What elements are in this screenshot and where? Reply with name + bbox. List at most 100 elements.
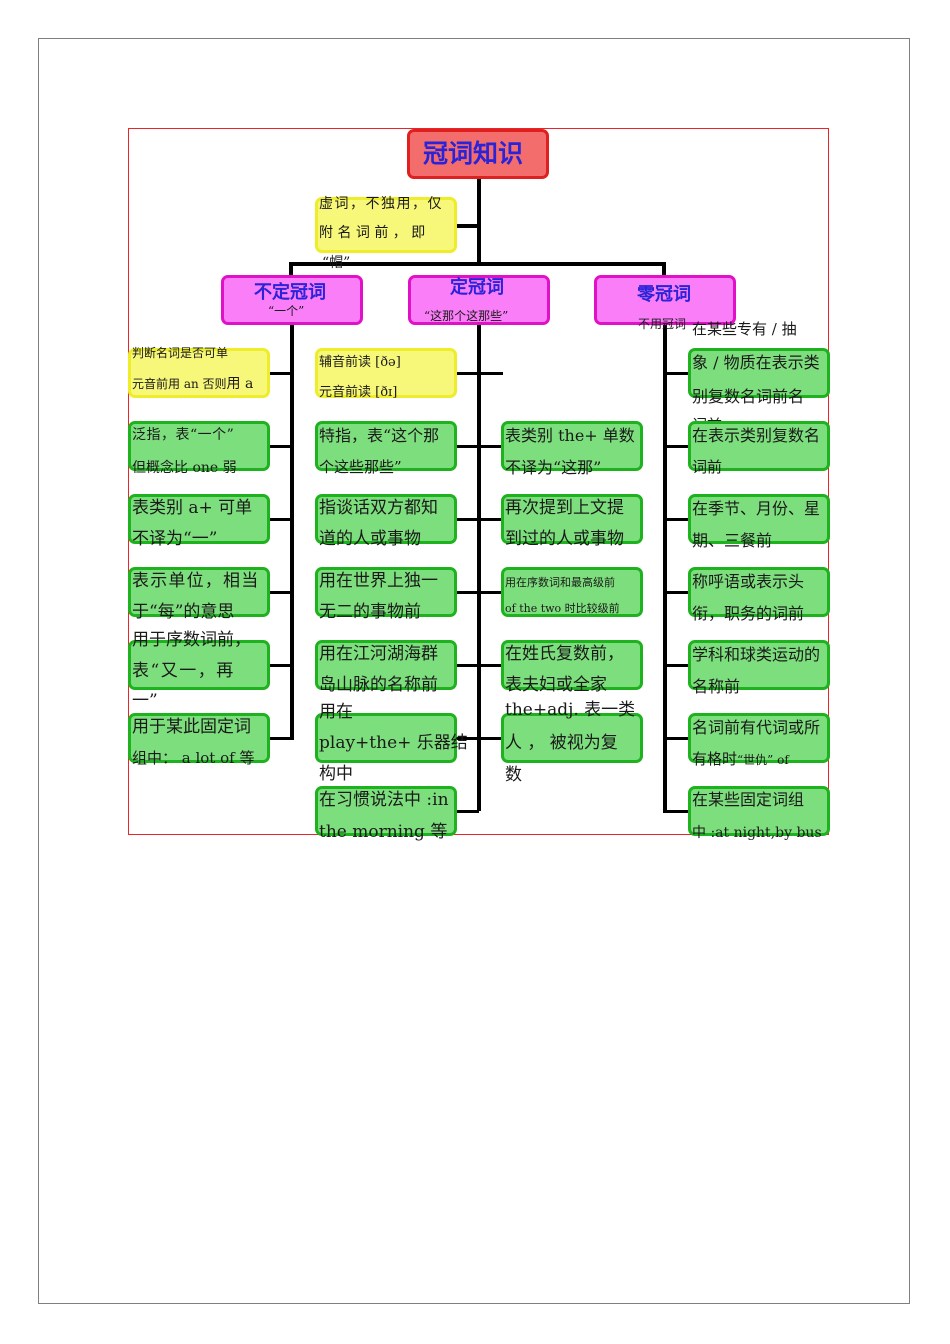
definite-item-2 [315, 494, 457, 544]
indefinite-item-3-line-1: 表示单位，相当 [132, 571, 260, 591]
connector-tick [663, 737, 689, 740]
zero-item-3 [688, 494, 830, 544]
indefinite-item-4-line-1: 表“又一，再 [132, 661, 235, 681]
indefinite-item-5 [128, 713, 270, 763]
connector-tick [663, 664, 689, 667]
definite-item-1-line-2: 个这些那些” [319, 458, 402, 476]
connector-tick [268, 372, 292, 375]
indefinite-item-3-line-2: 于“每”的意思 [132, 602, 235, 622]
definite-right-item-2-line-2: 到过的人或事物 [505, 529, 624, 549]
indefinite-item-1-line-1: 泛指，表“一个” [132, 427, 235, 443]
indefinite-item-5-line-1: 用于某此固定词 [132, 717, 251, 737]
connector-indefinite-trunk [290, 324, 294, 740]
connector-indefinite-drop [289, 262, 293, 276]
definite-right-item-5-line-2: 人 ， 被视为复 [505, 733, 618, 753]
indefinite-title: 不定冠词 [254, 282, 326, 303]
indefinite-item-5-line-2: 组中： a lot of 等 [132, 749, 255, 767]
definite-item-1-line-1: 特指，表“这个那 [319, 426, 440, 445]
page-border [38, 38, 910, 1304]
definite-item-3-line-1: 用在世界上独一 [319, 571, 438, 591]
definite-right-item-5-line-1: the+adj. 表一类 [505, 700, 636, 720]
connector-tick [455, 737, 503, 740]
connector-tick [455, 810, 479, 813]
definite-right-item-4 [501, 640, 643, 690]
indefinite-item-4-line-2: 一” [132, 691, 158, 711]
definite-item-5 [315, 713, 457, 763]
definite-item-5-line-0: 用在 [319, 702, 353, 722]
connector-tick [455, 372, 503, 375]
connector-tick [268, 445, 292, 448]
definite-right-item-2 [501, 494, 643, 544]
definite-item-4 [315, 640, 457, 690]
indefinite-choice-note [128, 348, 270, 398]
connector-definition-tick [455, 224, 479, 228]
definite-right-item-4-line-2: 表夫妇或全家 [505, 675, 607, 695]
definite-subtitle: “这那个这那些” [424, 309, 509, 323]
connector-tick [268, 664, 292, 667]
zero-item-1-line-0: 在某些专有 / 抽 [692, 320, 797, 338]
zero-item-3-line-2: 期、三餐前 [692, 531, 773, 550]
connector-tick [455, 664, 503, 667]
zero-item-5 [688, 640, 830, 690]
connector-tick [663, 372, 689, 375]
zero-item-1-line-2: 别复数名词前名 [692, 387, 805, 406]
definite-item-3 [315, 567, 457, 617]
connector-tick [268, 591, 292, 594]
connector-tick [268, 518, 292, 521]
definite-item-2-line-1: 指谈话双方都知 [319, 498, 438, 518]
zero-item-3-line-1: 在季节、月份、星 [692, 499, 821, 518]
zero-item-6-line-2: 有格时“世仇” of [692, 750, 789, 768]
diagram-frame [128, 128, 829, 835]
connector-zero-drop [662, 262, 666, 276]
zero-title: 零冠词 [637, 284, 691, 305]
zero-item-1-line-1: 象 / 物质在表示类 [692, 353, 820, 372]
zero-subtitle: 不用冠词 [638, 317, 687, 331]
definite-right-item-2-line-1: 再次提到上文提 [505, 498, 624, 518]
definite-right-item-1-line-1: 表类别 the+ 单数 [505, 426, 635, 445]
definite-item-4-line-1: 用在江河湖海群 [319, 644, 438, 664]
zero-item-1 [688, 348, 830, 398]
definite-right-item-4-line-1: 在姓氏复数前， [505, 644, 624, 664]
indefinite-subtitle: “一个” [268, 304, 305, 318]
definition-line-1: 虚词，不独用，仅 [319, 196, 443, 212]
connector-tick [268, 737, 292, 740]
indefinite-item-2 [128, 494, 270, 544]
definite-item-5-line-2: 构中 [319, 764, 353, 784]
connector-tick [663, 518, 689, 521]
definite-item-5-line-1: play+the+ 乐器结 [319, 733, 468, 753]
indefinite-choice-line-1: 判断名词是否可单 [132, 346, 229, 360]
zero-item-6-line-1: 名词前有代词或所 [692, 718, 821, 737]
connector-tick [455, 445, 503, 448]
connector-tick [455, 591, 503, 594]
zero-item-2 [688, 421, 830, 471]
indefinite-item-4-line-0: 用于序数词前， [132, 630, 251, 650]
definite-item-4-line-2: 岛山脉的名称前 [319, 675, 438, 695]
zero-item-7-line-1: 在某些固定词组 [692, 790, 805, 809]
definition-line-2: 附 名 词 前 ， 即 [319, 225, 426, 241]
connector-zero-trunk [663, 324, 667, 813]
definite-item-1 [315, 421, 457, 471]
zero-item-4-line-2: 衔，职务的词前 [692, 604, 805, 623]
pronunciation-note [315, 348, 457, 398]
connector-horizontal-bar [289, 262, 665, 266]
zero-item-4-line-1: 称呼语或表示头 [692, 572, 805, 591]
definite-right-item-5 [501, 713, 643, 763]
indefinite-item-4 [128, 640, 270, 690]
zero-item-7 [688, 786, 830, 836]
zero-item-5-line-2: 名称前 [692, 677, 741, 696]
connector-tick [663, 591, 689, 594]
connector-root-trunk [477, 178, 481, 265]
pronunciation-line-2: 元音前读 [ðɪ] [319, 385, 398, 400]
zero-item-5-line-1: 学科和球类运动的 [692, 645, 821, 664]
pronunciation-line-1: 辅音前读 [ðə] [319, 355, 401, 370]
zero-item-7-line-2: 中 :at night,by bus [692, 825, 822, 841]
definite-right-item-3-line-2: of the two 时比较级前 [505, 602, 620, 615]
indefinite-item-1 [128, 421, 270, 471]
indefinite-item-1-line-2: 但概念比 one 弱 [132, 460, 237, 476]
zero-item-2-line-1: 在表示类别复数名 [692, 426, 821, 445]
connector-tick [663, 445, 689, 448]
definite-item-3-line-2: 无二的事物前 [319, 602, 421, 622]
definite-node [408, 275, 550, 325]
indefinite-item-2-line-2: 不译为“一” [132, 529, 218, 549]
root-title: 冠词知识 [423, 139, 524, 168]
